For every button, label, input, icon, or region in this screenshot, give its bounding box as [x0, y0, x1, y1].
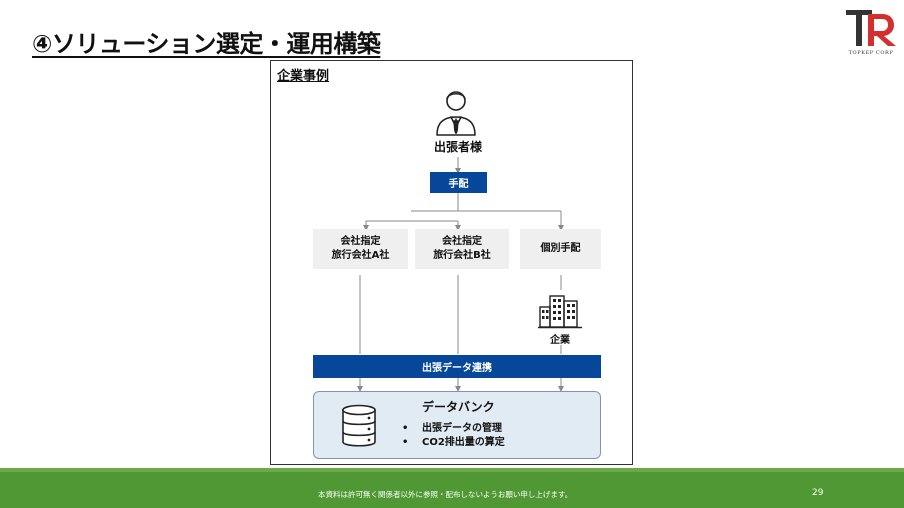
footer-bar: 本資料は許可無く関係者以外に参照・配布しないようお願い申し上げます。 29	[0, 468, 904, 508]
slide-title: ④ソリューション選定・運用構築	[32, 30, 381, 58]
route-a-line2: 旅行会社A社	[331, 250, 390, 261]
page-number: 29	[812, 488, 824, 498]
route-c-line1: 個別手配	[540, 242, 581, 254]
feature-text: CO2排出量の算定	[422, 437, 505, 448]
route-b-line2: 旅行会社B社	[433, 250, 491, 261]
company-logo: TOPKEP CORP	[842, 6, 900, 58]
confidentiality-notice: 本資料は許可無く関係者以外に参照・配布しないようお願い申し上げます。	[318, 490, 573, 499]
databank-title: データバンク	[422, 400, 495, 414]
databank-box: データバンク • 出張データの管理 • CO2排出量の算定	[313, 391, 601, 459]
route-agency-a: 会社指定 旅行会社A社	[313, 229, 408, 269]
data-link-bar: 出張データ連携	[313, 355, 601, 378]
databank-features: • 出張データの管理 • CO2排出量の算定	[402, 422, 505, 450]
company-label: 企業	[550, 335, 570, 346]
route-b-line1: 会社指定	[442, 235, 482, 247]
databank-feature-item: • CO2排出量の算定	[402, 436, 505, 450]
logo-mark-icon	[846, 10, 896, 46]
frame-label: 企業事例	[277, 69, 330, 84]
traveler-label: 出張者様	[433, 140, 482, 154]
person-icon	[433, 87, 479, 137]
connector-to-route-a	[363, 220, 458, 231]
route-a-line1: 会社指定	[340, 235, 381, 247]
feature-text: 出張データの管理	[422, 423, 502, 434]
databank-feature-item: • 出張データの管理	[402, 422, 505, 436]
route-agency-b: 会社指定 旅行会社B社	[415, 229, 509, 269]
arrange-box: 手配	[430, 172, 487, 193]
bullet: •	[402, 437, 409, 448]
building-icon	[538, 293, 582, 329]
case-study-frame: 企業事例	[270, 60, 633, 465]
route-individual: 個別手配	[520, 229, 601, 269]
database-icon	[340, 402, 378, 450]
bullet: •	[402, 423, 409, 434]
logo-subtitle: TOPKEP CORP	[848, 50, 894, 56]
